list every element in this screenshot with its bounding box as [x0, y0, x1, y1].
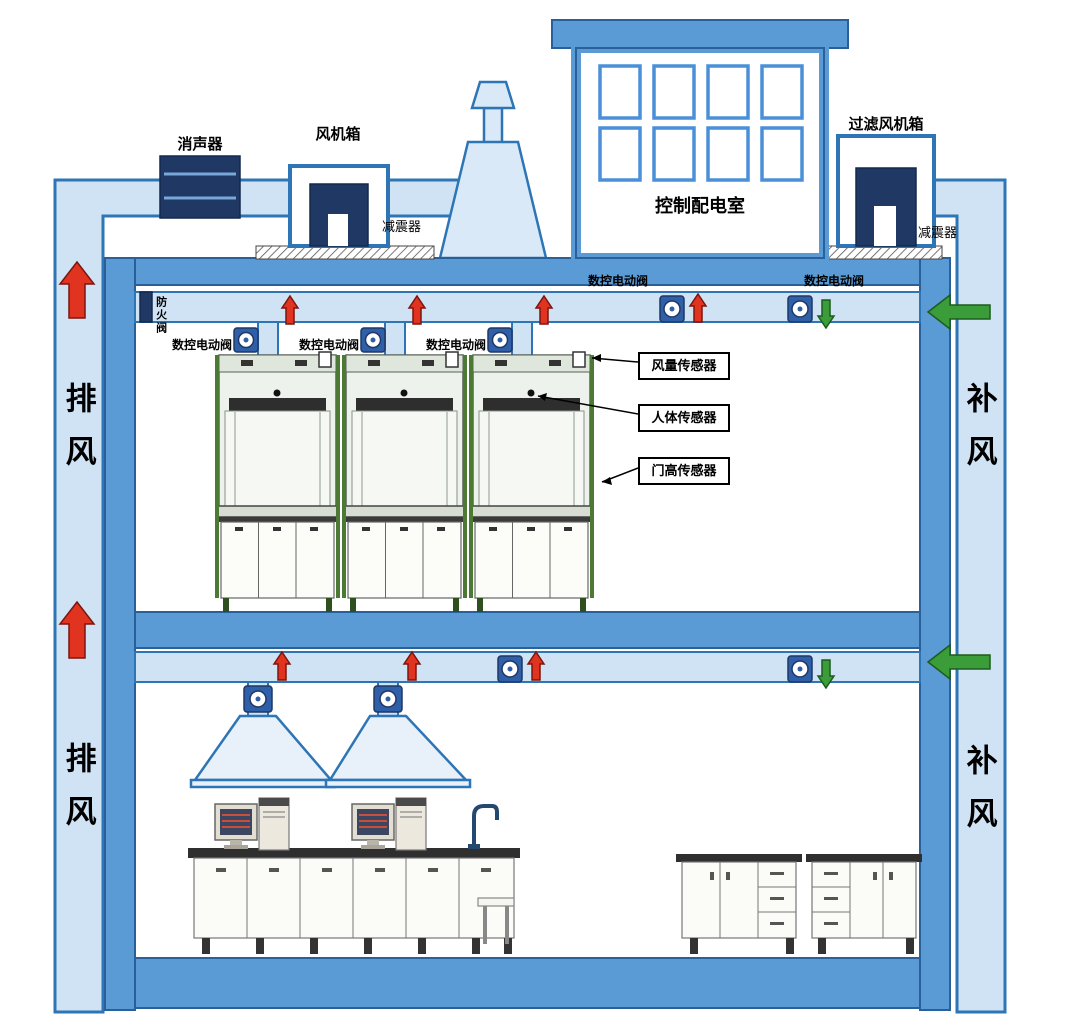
fume-hood-2	[341, 351, 468, 613]
left-column	[104, 257, 136, 1011]
exhaust-stack	[438, 80, 548, 260]
filter-fan-box-label: 过滤风机箱	[848, 116, 924, 133]
motor-valve-hood-2	[360, 294, 427, 353]
fire-damper	[139, 291, 153, 323]
vibration-damper-left	[255, 245, 435, 260]
step-stool	[477, 897, 515, 944]
motor-valve-label-3: 数控电动阀	[425, 338, 486, 352]
exhaust-air-label-lower: 排风	[60, 742, 96, 848]
faucet	[468, 804, 499, 849]
canopy-hood-2	[324, 714, 472, 789]
control-room-windows	[598, 64, 804, 182]
vibration-damper-right	[827, 245, 943, 260]
motor-valve-label-1: 数控电动阀	[171, 338, 232, 352]
building-frame	[104, 257, 951, 1011]
motor-valve-canopy-2	[373, 650, 422, 713]
control-room-label: 控制配电室	[655, 196, 745, 216]
air-volume-sensor-label: 风量传感器	[638, 352, 730, 380]
sensor-callout-lines	[537, 354, 639, 485]
fan-box-label: 风机箱	[315, 126, 361, 143]
supply-arrow-upper	[926, 293, 991, 331]
exhaust-arrow-upper	[58, 260, 96, 319]
hood-branch-duct-2	[384, 321, 406, 359]
filter-fan-box	[836, 134, 936, 248]
fume-hood-3	[468, 351, 595, 613]
motor-valve-canopy-1	[243, 650, 292, 713]
silencer-box	[159, 155, 241, 219]
motor-valve-label-5: 数控电动阀	[804, 274, 865, 288]
damper-right-label: 减震器	[918, 225, 958, 240]
supply-arrow-lower	[926, 643, 991, 681]
lab-bench-left	[188, 848, 520, 954]
control-room	[551, 19, 849, 263]
motor-valve-supply-upper	[787, 295, 836, 330]
lab-bench-right-1	[676, 854, 802, 954]
supply-air-label-lower: 补风	[961, 744, 997, 850]
right-column	[919, 257, 951, 1011]
fire-damper-label: 防火阀	[154, 296, 167, 335]
motor-valve-exhaust-upper	[659, 292, 708, 323]
hood-branch-duct-3	[511, 321, 533, 359]
motor-valve-exhaust-lower	[497, 650, 546, 683]
middle-floor-slab	[104, 611, 951, 649]
motor-valve-hood-1	[233, 294, 300, 353]
exhaust-air-label-upper: 排风	[60, 382, 96, 488]
motor-valve-supply-lower	[787, 655, 836, 690]
lab-bench-right-2	[806, 854, 922, 954]
fume-hood-1	[214, 351, 341, 613]
motor-valve-hood-3	[487, 294, 554, 353]
motor-valve-label-2: 数控电动阀	[298, 338, 359, 352]
canopy-hood-1	[189, 714, 337, 789]
hood-branch-duct-1	[257, 321, 279, 359]
exhaust-arrow-lower	[58, 600, 96, 659]
motor-valve-label-4: 数控电动阀	[588, 274, 649, 288]
silencer-label: 消声器	[177, 136, 223, 153]
human-body-sensor-label: 人体传感器	[638, 404, 730, 432]
damper-left-label: 减震器	[382, 219, 422, 234]
fan-box	[288, 164, 390, 248]
door-height-sensor-label: 门高传感器	[638, 457, 730, 485]
ground-slab	[104, 957, 951, 1009]
workstation-1	[214, 797, 290, 851]
workstation-2	[351, 797, 427, 851]
supply-air-label-upper: 补风	[961, 382, 997, 488]
